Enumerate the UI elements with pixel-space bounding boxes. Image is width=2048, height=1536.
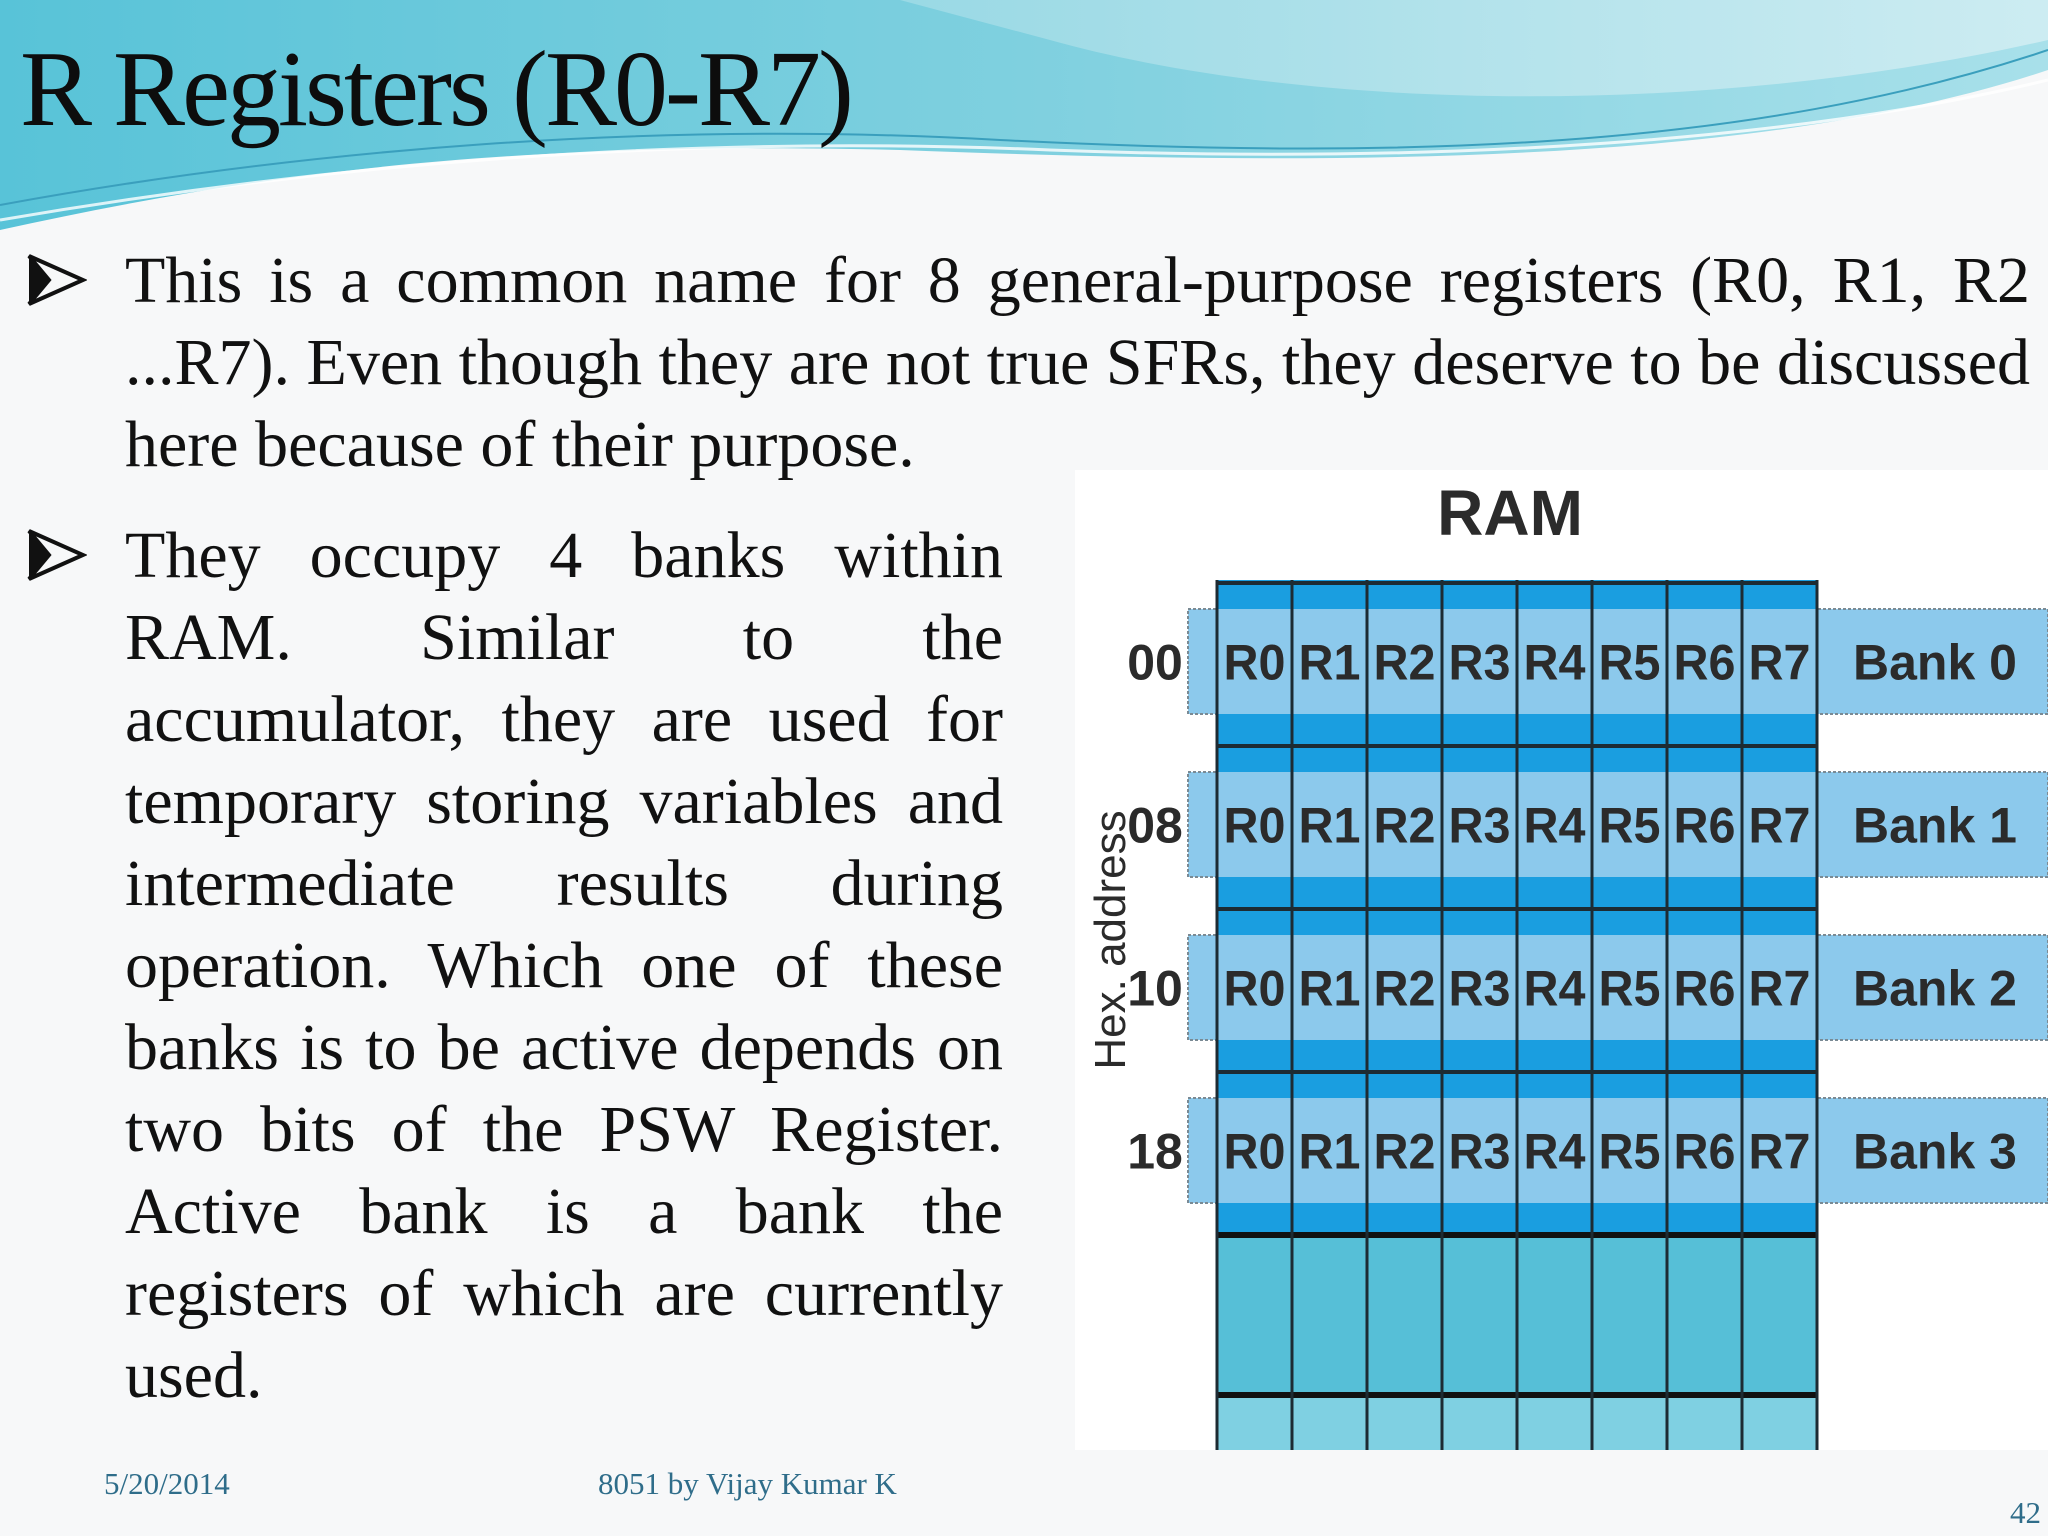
- register-label-r5: R5: [1599, 635, 1661, 691]
- register-label-r6: R6: [1674, 1124, 1736, 1180]
- register-label-r7: R7: [1749, 798, 1811, 854]
- register-cell: [1667, 772, 1742, 877]
- register-cell: [1292, 935, 1367, 1040]
- register-cell: [1442, 609, 1517, 714]
- hex-address-label: 08: [1127, 798, 1183, 854]
- hex-address-label: 10: [1127, 961, 1183, 1017]
- register-label-r2: R2: [1374, 1124, 1436, 1180]
- register-label-r1: R1: [1299, 798, 1361, 854]
- register-cell: [1367, 1098, 1442, 1203]
- register-cell: [1592, 1098, 1667, 1203]
- footer-date: 5/20/2014: [104, 1466, 230, 1501]
- slide-title: R Registers (R0-R7): [20, 30, 854, 149]
- bank-label: Bank 2: [1853, 961, 2017, 1017]
- register-label-r4: R4: [1524, 635, 1586, 691]
- register-cell: [1217, 609, 1292, 714]
- register-label-r1: R1: [1299, 635, 1361, 691]
- bank-label: Bank 1: [1853, 798, 2017, 854]
- register-cell: [1217, 1098, 1292, 1203]
- register-label-r7: R7: [1749, 1124, 1811, 1180]
- register-label-r6: R6: [1674, 635, 1736, 691]
- register-cell: [1592, 772, 1667, 877]
- register-cell: [1667, 935, 1742, 1040]
- register-cell: [1442, 1098, 1517, 1203]
- register-label-r7: R7: [1749, 635, 1811, 691]
- bullet-banks: They occupy 4 banks within RAM. Similar …: [27, 515, 1003, 1417]
- page-number: 42: [2010, 1495, 2041, 1530]
- bullet-general-purpose: This is a common name for 8 general-purp…: [27, 240, 2030, 486]
- register-label-r3: R3: [1449, 961, 1511, 1017]
- register-cell: [1292, 609, 1367, 714]
- register-cell: [1592, 609, 1667, 714]
- register-cell: [1742, 772, 1817, 877]
- register-cell: [1367, 772, 1442, 877]
- register-cell: [1667, 609, 1742, 714]
- register-cell: [1742, 1098, 1817, 1203]
- register-cell: [1517, 609, 1592, 714]
- register-label-r2: R2: [1374, 961, 1436, 1017]
- bank-label: Bank 3: [1853, 1124, 2017, 1180]
- footer-author: 8051 by Vijay Kumar K: [598, 1466, 897, 1501]
- register-cell: [1292, 1098, 1367, 1203]
- register-label-r6: R6: [1674, 961, 1736, 1017]
- register-label-r0: R0: [1224, 961, 1286, 1017]
- register-cell: [1217, 772, 1292, 877]
- register-label-r5: R5: [1599, 798, 1661, 854]
- register-cell: [1742, 935, 1817, 1040]
- register-cell: [1742, 609, 1817, 714]
- arrow-bullet-icon: [27, 529, 87, 581]
- register-label-r6: R6: [1674, 798, 1736, 854]
- register-label-r0: R0: [1224, 635, 1286, 691]
- ram-heading: RAM: [1437, 477, 1583, 549]
- register-label-r0: R0: [1224, 798, 1286, 854]
- register-cell: [1442, 772, 1517, 877]
- register-label-r0: R0: [1224, 1124, 1286, 1180]
- register-cell: [1517, 772, 1592, 877]
- register-label-r7: R7: [1749, 961, 1811, 1017]
- bank-label: Bank 0: [1853, 635, 2017, 691]
- register-label-r5: R5: [1599, 961, 1661, 1017]
- hex-address-label: 18: [1127, 1124, 1183, 1180]
- register-cell: [1217, 935, 1292, 1040]
- register-cell: [1442, 935, 1517, 1040]
- register-label-r2: R2: [1374, 798, 1436, 854]
- header-wave-decoration: [0, 0, 2048, 230]
- hex-address-axis-label: Hex. address: [1086, 810, 1135, 1069]
- register-cell: [1667, 1098, 1742, 1203]
- register-label-r4: R4: [1524, 1124, 1586, 1180]
- register-label-r2: R2: [1374, 635, 1436, 691]
- register-label-r3: R3: [1449, 1124, 1511, 1180]
- register-cell: [1517, 935, 1592, 1040]
- register-label-r1: R1: [1299, 961, 1361, 1017]
- register-label-r4: R4: [1524, 961, 1586, 1017]
- register-cell: [1592, 935, 1667, 1040]
- register-cell: [1367, 935, 1442, 1040]
- register-cell: [1292, 772, 1367, 877]
- register-label-r3: R3: [1449, 798, 1511, 854]
- register-cell: [1517, 1098, 1592, 1203]
- bullet-text: This is a common name for 8 general-purp…: [125, 244, 2030, 481]
- register-label-r4: R4: [1524, 798, 1586, 854]
- register-label-r3: R3: [1449, 635, 1511, 691]
- register-label-r1: R1: [1299, 1124, 1361, 1180]
- arrow-bullet-icon: [27, 254, 87, 306]
- bullet-text: They occupy 4 banks within RAM. Similar …: [125, 519, 1003, 1412]
- register-label-r5: R5: [1599, 1124, 1661, 1180]
- hex-address-label: 00: [1127, 635, 1183, 691]
- register-cell: [1367, 609, 1442, 714]
